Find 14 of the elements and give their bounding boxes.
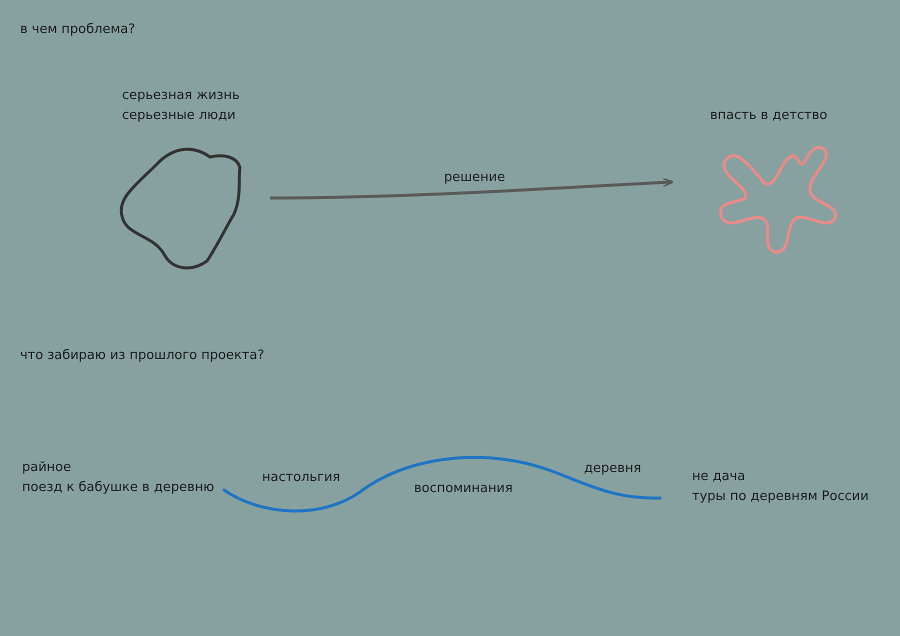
edge-label: решение [444,169,506,187]
heading: в чем проблема? [20,21,136,39]
arrow [270,178,674,200]
node-heading: впасть в детство [710,107,828,125]
note-text: поезд к бабушке в деревню [22,479,214,497]
node-heading: серьезная жизнь [122,87,240,105]
note-text: туры по деревням России [692,488,869,506]
note-text: не дача [692,468,746,486]
note-text: райное [22,459,72,477]
question-heading: что забираю из прошлого проекта? [20,347,264,365]
node-heading: серьезные люди [122,107,236,125]
wave-word: настольгия [262,469,340,487]
wave-word: деревня [584,460,642,478]
wave-word: воспоминания [414,480,513,498]
